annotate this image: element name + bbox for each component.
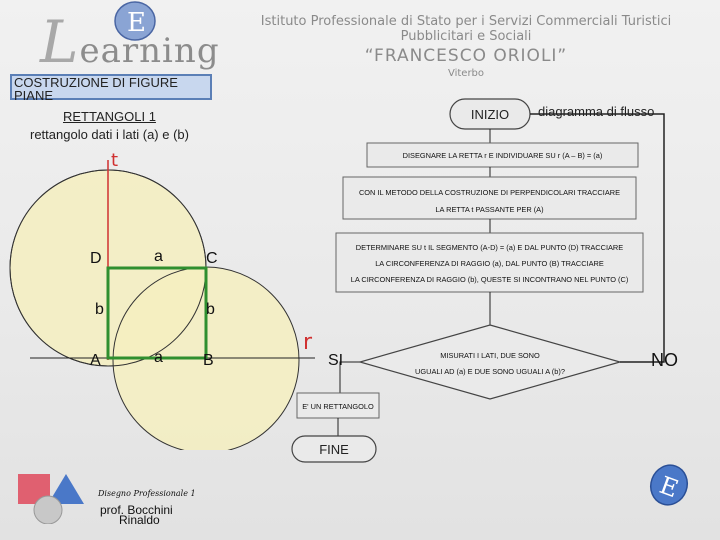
label-point-a: A — [90, 352, 101, 369]
institute-line-2: “FRANCESCO ORIOLI” — [364, 46, 568, 66]
decision-line-1: MISURATI I LATI, DUE SONO — [440, 351, 540, 360]
course-name: Disegno Professionale 1 — [98, 489, 196, 498]
flowchart-title: diagramma di flusso — [538, 104, 655, 119]
no-label: NO — [651, 350, 678, 370]
label-side-b-right: b — [206, 301, 215, 318]
step3-box — [335, 232, 644, 293]
label-t: t — [111, 150, 119, 171]
author-line-1: prof. Bocchini — [100, 503, 173, 517]
decision-diamond — [357, 324, 623, 400]
lesson-subtitle: RETTANGOLI 1 — [63, 109, 156, 124]
label-point-b: B — [203, 352, 214, 369]
logo-badge-icon: E — [114, 1, 156, 41]
institute-name: Istituto Professionale di Stato per i Se… — [236, 14, 696, 79]
institute-line-1: Istituto Professionale di Stato per i Se… — [260, 14, 672, 44]
author-line-2: Rinaldo — [119, 513, 160, 527]
logo-letter: L — [40, 8, 80, 76]
step3-line-1: DETERMINARE SU t IL SEGMENTO (A-D) = (a)… — [355, 243, 624, 252]
step1-text: DISEGNARE LA RETTA r E INDIVIDUARE SU r … — [402, 151, 603, 160]
lesson-description: rettangolo dati i lati (a) e (b) — [30, 127, 189, 142]
label-side-a-top: a — [154, 248, 163, 265]
no-loop-line — [530, 113, 665, 363]
start-label: INIZIO — [470, 107, 510, 122]
logo-text: earning — [79, 31, 220, 71]
step1-box — [366, 142, 639, 168]
step3-text: DETERMINARE SU t IL SEGMENTO (A-D) = (a)… — [336, 240, 643, 288]
logo: Learning — [40, 8, 220, 76]
decision-line-2: UGUALI AD (a) E DUE SONO UGUALI A (b)? — [415, 367, 565, 376]
step2-line-1: CON IL METODO DELLA COSTRUZIONE DI PERPE… — [358, 188, 621, 197]
geometric-shapes-icon — [18, 474, 84, 524]
logo-badge-letter: E — [127, 8, 146, 38]
decision-text: MISURATI I LATI, DUE SONO UGUALI AD (a) … — [400, 348, 580, 380]
step3-line-2: LA CIRCONFERENZA DI RAGGIO (a), DAL PUNT… — [375, 259, 604, 268]
rectangle-abcd — [106, 266, 208, 360]
label-r: r — [303, 330, 313, 355]
label-point-d: D — [90, 250, 102, 267]
step3-line-3: LA CIRCONFERENZA DI RAGGIO (b), QUESTE S… — [350, 275, 629, 284]
step2-box — [342, 176, 637, 220]
footer-logo-badge-icon: E — [650, 464, 688, 506]
step2-text: CON IL METODO DELLA COSTRUZIONE DI PERPE… — [343, 184, 636, 218]
label-side-b-left: b — [95, 301, 104, 318]
label-side-a-bottom: a — [154, 349, 163, 366]
end-label: FINE — [319, 442, 349, 457]
end-terminal — [291, 435, 377, 463]
header: E Learning Istituto Professionale di Sta… — [0, 0, 720, 79]
result-text: E' UN RETTANGOLO — [302, 402, 374, 411]
institute-line-3: Viterbo — [447, 68, 485, 79]
construction-drawing — [9, 160, 315, 450]
yes-label: SI — [328, 352, 344, 369]
label-point-c: C — [206, 250, 218, 267]
step2-line-2: LA RETTA t PASSANTE PER (A) — [435, 205, 544, 214]
lesson-title: COSTRUZIONE DI FIGURE PIANE — [10, 74, 212, 102]
